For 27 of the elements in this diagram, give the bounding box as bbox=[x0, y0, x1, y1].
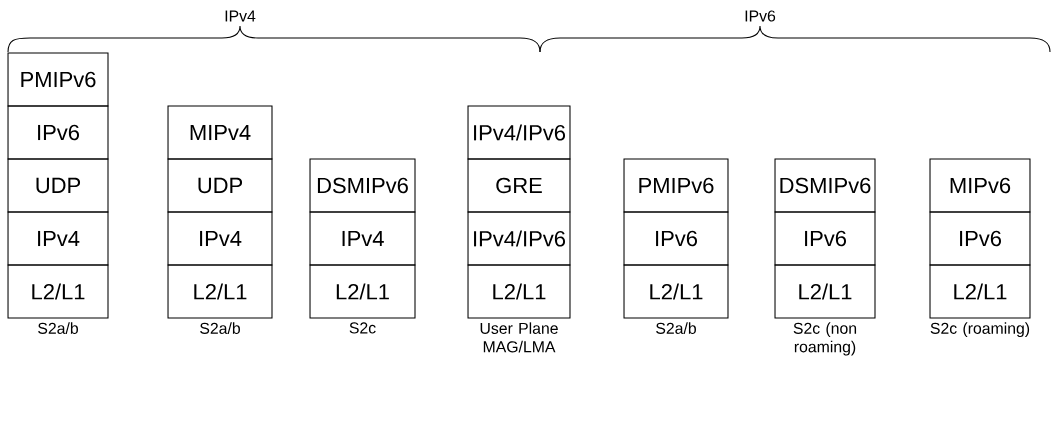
protocol-box: L2/L1 bbox=[7, 264, 109, 319]
brace-label: IPv6 bbox=[745, 10, 776, 22]
protocol-box: IPv4/IPv6 bbox=[467, 105, 571, 160]
protocol-box: IPv4 bbox=[309, 211, 416, 266]
protocol-box: DSMIPv6 bbox=[309, 158, 416, 213]
protocol-box: IPv4 bbox=[167, 211, 273, 266]
protocol-box: MIPv4 bbox=[167, 105, 273, 160]
protocol-box: L2/L1 bbox=[309, 264, 416, 319]
protocol-box: L2/L1 bbox=[623, 264, 729, 319]
protocol-box: IPv4/IPv6 bbox=[467, 211, 571, 266]
protocol-box: IPv6 bbox=[623, 211, 729, 266]
protocol-box: IPv4 bbox=[7, 211, 109, 266]
protocol-box: L2/L1 bbox=[774, 264, 876, 319]
protocol-box: L2/L1 bbox=[929, 264, 1031, 319]
protocol-box: L2/L1 bbox=[167, 264, 273, 319]
protocol-box: UDP bbox=[7, 158, 109, 213]
protocol-box: IPv6 bbox=[774, 211, 876, 266]
protocol-box: DSMIPv6 bbox=[774, 158, 876, 213]
protocol-box: PMIPv6 bbox=[7, 52, 109, 107]
protocol-box: PMIPv6 bbox=[623, 158, 729, 213]
protocol-box: IPv6 bbox=[929, 211, 1031, 266]
protocol-box: IPv6 bbox=[7, 105, 109, 160]
protocol-box: UDP bbox=[167, 158, 273, 213]
protocol-box: L2/L1 bbox=[467, 264, 571, 319]
brace-label: IPv4 bbox=[225, 10, 256, 22]
protocol-box: GRE bbox=[467, 158, 571, 213]
protocol-box: MIPv6 bbox=[929, 158, 1031, 213]
